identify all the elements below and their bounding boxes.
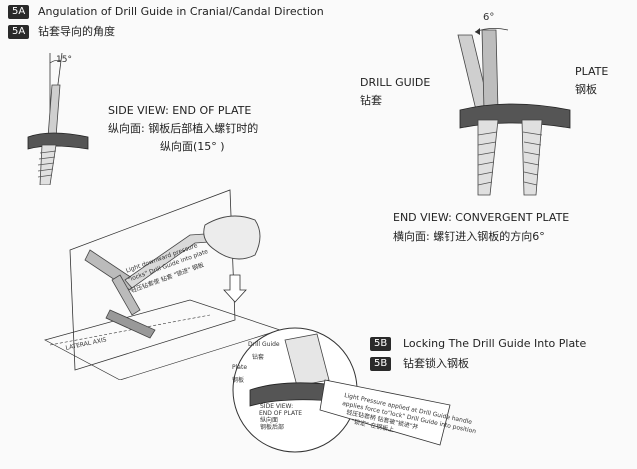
end-view-label-cn: 横向面: 螺钉进入钢板的方向6°	[393, 230, 545, 243]
badge-5a: 5A	[8, 5, 30, 19]
detail-side-view-2: END OF PLATE	[259, 410, 303, 417]
detail-illustration	[232, 327, 451, 453]
badge-5b: 5B	[370, 337, 392, 351]
side-view-label-cn-1: 纵向面: 钢板后部植入螺钉时的	[108, 122, 259, 135]
side-view-illustration	[27, 52, 89, 185]
detail-drill-guide-en: Drill Guide	[248, 341, 280, 348]
end-view-drill-guide-en: DRILL GUIDE	[360, 76, 431, 89]
title-5a-en: Angulation of Drill Guide in Cranial/Can…	[38, 5, 324, 18]
detail-plate-cn: 钢板	[232, 377, 245, 384]
side-view-label-en: SIDE VIEW: END OF PLATE	[108, 104, 252, 117]
end-view-plate-en: PLATE	[575, 65, 609, 78]
title-5b-en: Locking The Drill Guide Into Plate	[403, 337, 587, 350]
side-view-angle: 15°	[56, 55, 72, 65]
detail-plate-en: Plate	[232, 364, 248, 371]
badge-5a-cn: 5A	[8, 25, 30, 39]
side-view-label-cn-2: 纵向面(15° )	[160, 140, 225, 153]
title-5b-cn: 钻套锁入钢板	[403, 357, 469, 370]
end-view-angle: 6°	[483, 12, 495, 23]
title-5a-cn: 钻套导向的角度	[38, 25, 115, 38]
detail-side-view-4: 钢板后部	[260, 424, 285, 431]
detail-drill-guide-cn: 钻套	[252, 354, 265, 361]
badge-5b-cn: 5B	[370, 357, 392, 371]
end-view-plate-cn: 钢板	[575, 83, 597, 96]
center-illustration	[44, 189, 282, 380]
end-view-label-en: END VIEW: CONVERGENT PLATE	[393, 211, 570, 224]
end-view-illustration	[457, 28, 571, 196]
detail-side-view-3: 纵向面	[260, 417, 279, 424]
detail-side-view-1: SIDE VIEW:	[260, 403, 294, 410]
end-view-drill-guide-cn: 钻套	[360, 94, 382, 107]
